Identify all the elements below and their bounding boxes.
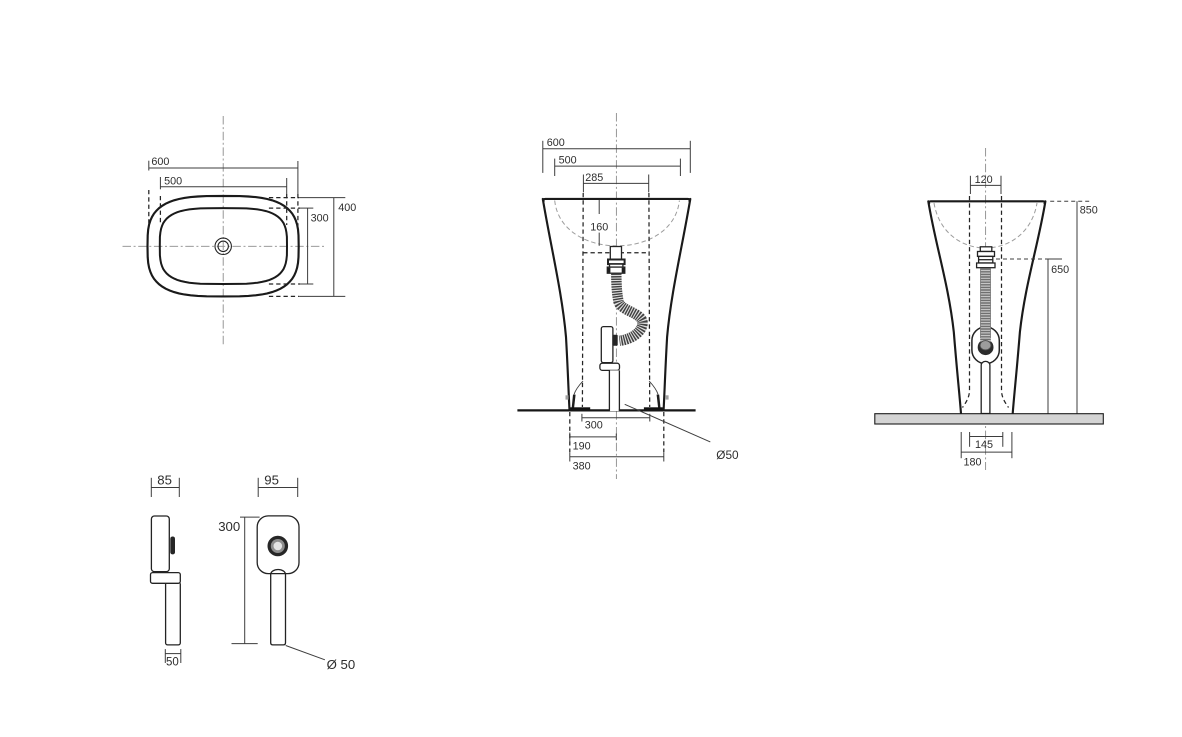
- svg-text:Ø 50: Ø 50: [327, 657, 356, 672]
- svg-text:160: 160: [590, 222, 608, 234]
- svg-text:400: 400: [338, 202, 356, 214]
- svg-text:500: 500: [559, 154, 577, 166]
- svg-text:190: 190: [573, 441, 591, 453]
- svg-text:145: 145: [975, 439, 993, 451]
- svg-text:850: 850: [1080, 205, 1098, 217]
- svg-text:95: 95: [264, 473, 279, 488]
- svg-text:285: 285: [585, 172, 603, 184]
- svg-text:180: 180: [964, 457, 982, 469]
- svg-text:600: 600: [547, 137, 565, 149]
- svg-text:300: 300: [311, 213, 329, 225]
- svg-text:120: 120: [975, 174, 993, 186]
- svg-text:300: 300: [218, 519, 240, 534]
- svg-text:600: 600: [151, 156, 169, 168]
- svg-text:Ø50: Ø50: [716, 448, 739, 462]
- svg-text:500: 500: [164, 175, 182, 187]
- svg-text:85: 85: [157, 473, 172, 488]
- svg-text:380: 380: [573, 460, 591, 472]
- svg-text:300: 300: [585, 419, 603, 431]
- svg-text:50: 50: [166, 656, 179, 668]
- svg-text:650: 650: [1051, 264, 1069, 276]
